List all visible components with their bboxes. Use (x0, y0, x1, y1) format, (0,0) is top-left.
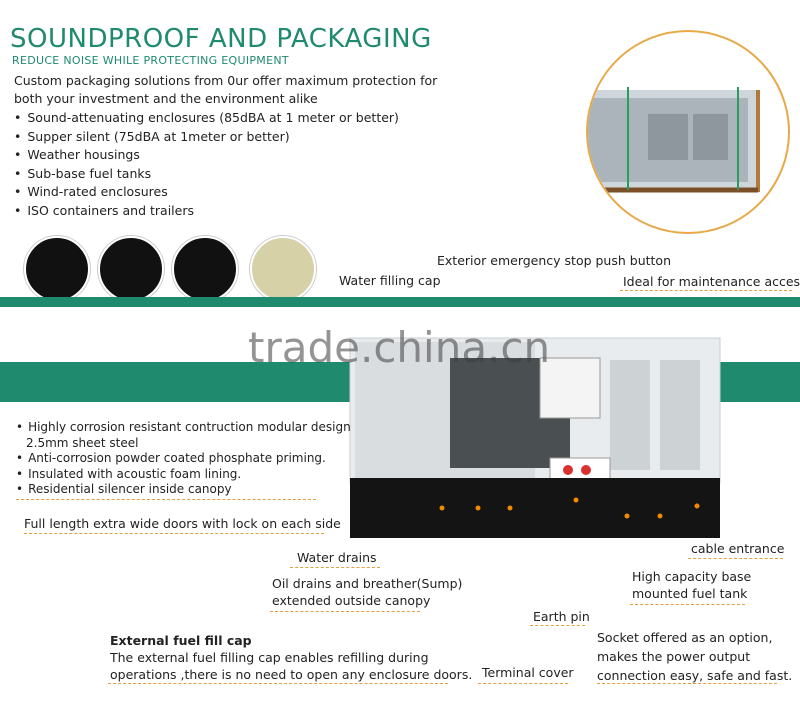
list-item: Sub-base fuel tanks (14, 165, 399, 184)
label-cable-entrance: cable entrance (691, 541, 785, 556)
label-earth-pin: Earth pin (533, 609, 590, 624)
detail-photo-1 (24, 236, 90, 302)
label-fuel-tank: High capacity base mounted fuel tank (632, 569, 752, 601)
detail-photo-3 (172, 236, 238, 302)
leader-line (630, 604, 745, 605)
list-item: Insulated with acoustic foam lining. (16, 467, 351, 483)
label-full-length-doors: Full length extra wide doors with lock o… (24, 516, 341, 531)
feature-list: Sound-attenuating enclosures (85dBA at 1… (14, 109, 399, 221)
label-maintenance: Ideal for maintenance access (623, 274, 800, 289)
detail-photo-2 (98, 236, 164, 302)
leader-line (24, 533, 324, 534)
generator-illustration (349, 337, 721, 538)
leader-line (597, 683, 777, 684)
leader-line (478, 683, 568, 684)
list-item: ISO containers and trailers (14, 202, 399, 221)
packaged-generator-photo (586, 30, 790, 234)
crated-generator-image (588, 87, 760, 193)
list-item: Sound-attenuating enclosures (85dBA at 1… (14, 109, 399, 128)
label-oil-drains: Oil drains and breather(Sump) extended o… (272, 576, 463, 608)
list-item: Wind-rated enclosures (14, 183, 399, 202)
list-item: Supper silent (75dBA at 1meter or better… (14, 128, 399, 147)
intro-text: Custom packaging solutions from 0ur offe… (14, 72, 484, 108)
leader-line (108, 683, 448, 684)
label-terminal-cover: Terminal cover (482, 665, 574, 680)
fuel-cap-heading: External fuel fill cap (110, 633, 252, 648)
leader-line (16, 499, 316, 500)
leader-line (620, 290, 792, 291)
intro-line-2: both your investment and the environment… (14, 91, 318, 106)
leader-line (290, 567, 380, 568)
label-water-filling: Water filling cap (339, 273, 441, 288)
accent-band-top (0, 297, 800, 307)
label-exterior-stop: Exterior emergency stop push button (437, 253, 671, 268)
list-item: Anti-corrosion powder coated phosphate p… (16, 451, 351, 467)
label-water-drains: Water drains (297, 550, 377, 565)
watermark: trade.china.cn (248, 323, 551, 372)
fuel-cap-block: External fuel fill cap The external fuel… (110, 633, 473, 682)
page-title: SOUNDPROOF AND PACKAGING (10, 24, 432, 54)
design-list: Highly corrosion resistant contruction m… (16, 420, 351, 498)
intro-line-1: Custom packaging solutions from 0ur offe… (14, 73, 438, 88)
list-item: Weather housings (14, 146, 399, 165)
leader-line (530, 625, 585, 626)
leader-line (270, 611, 420, 612)
page-subtitle: REDUCE NOISE WHILE PROTECTING EQUIPMENT (12, 54, 289, 67)
list-item: Residential silencer inside canopy (16, 482, 351, 498)
list-item: Highly corrosion resistant contruction m… (16, 420, 351, 451)
leader-line (688, 558, 783, 559)
detail-photo-4 (250, 236, 316, 302)
label-socket: Socket offered as an option, makes the p… (597, 630, 793, 683)
